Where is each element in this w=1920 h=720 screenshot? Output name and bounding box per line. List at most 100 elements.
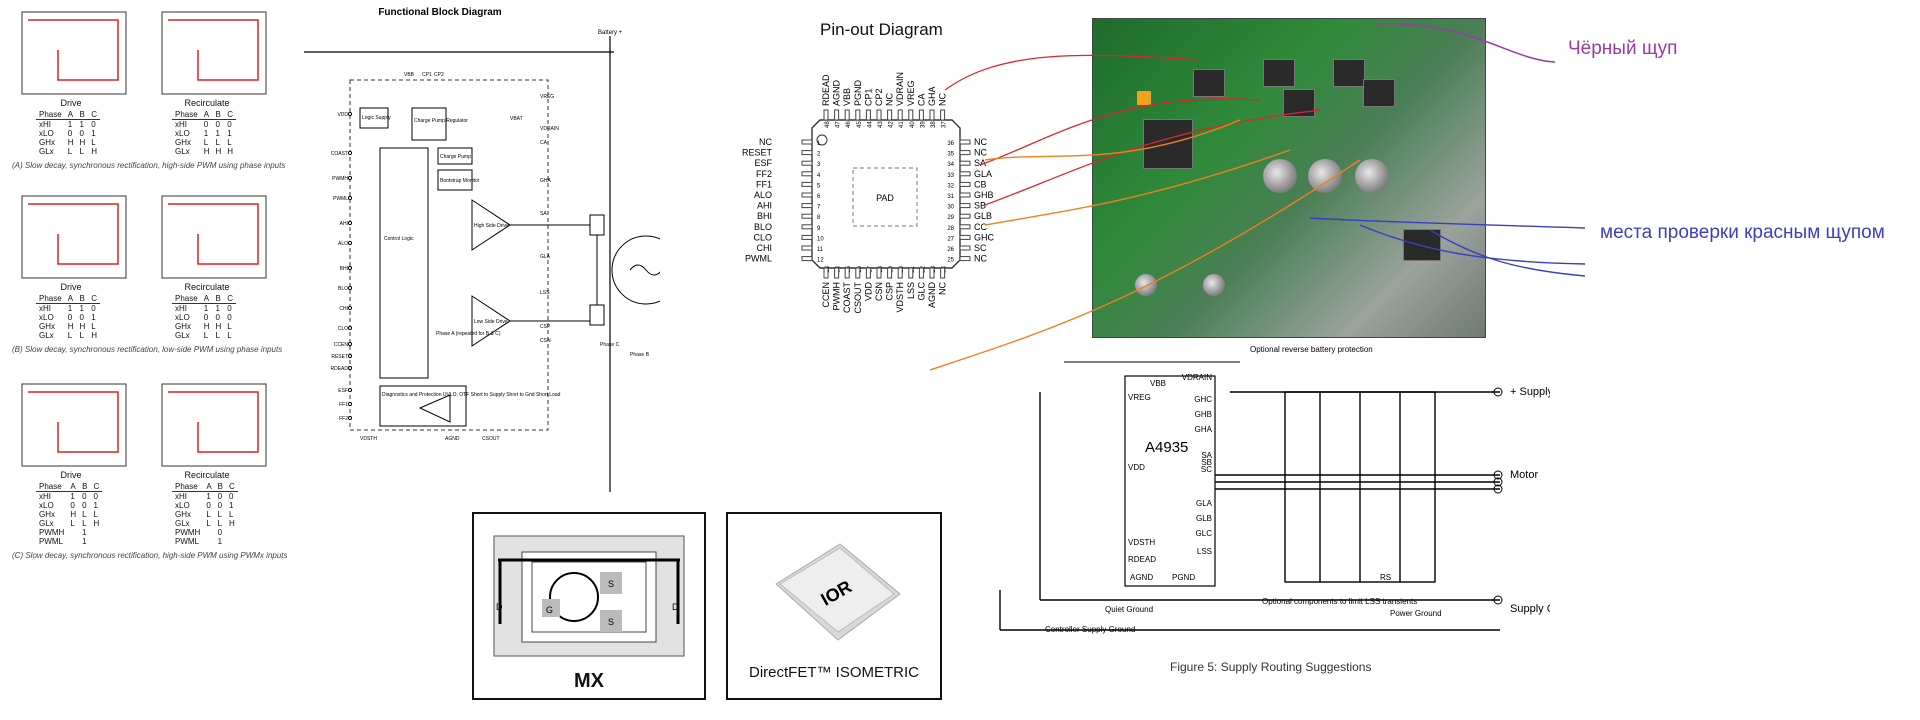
supply-pin-label: PGND (1172, 573, 1195, 582)
supply-plus-label: + Supply (1510, 386, 1550, 398)
pin-label: 3 (817, 162, 821, 168)
pcb-capacitor-1 (1263, 159, 1297, 193)
phase-c-label: Phase C (600, 342, 620, 348)
supply-pin-label: SA (1201, 451, 1212, 460)
pin-label: RDEAD (821, 74, 831, 106)
pin-label: GLA (974, 169, 992, 179)
pin-label: RESET (742, 148, 773, 158)
current-path-recirc (168, 19, 259, 81)
block-pin-terminal (347, 240, 353, 246)
pin-label: CHI (757, 243, 773, 253)
pin-label: 28 (947, 226, 954, 232)
block-pin-pwml: PWML (333, 196, 348, 202)
pin-pad (959, 171, 971, 177)
pin-label: 31 (947, 194, 954, 200)
block-pin-terminal (347, 365, 353, 371)
pin-label: 25 (947, 258, 954, 264)
pcb-orange-component (1137, 91, 1151, 105)
pin-label: 11 (817, 247, 824, 253)
pin-label: 39 (920, 121, 926, 128)
pin-label: 43 (878, 121, 884, 128)
supply-pin-label: VDD (1128, 463, 1145, 472)
recirculate-title: Recirculate (184, 282, 230, 292)
block-pin-agnd: AGND (445, 436, 460, 442)
block-pin-cp2: CP2 (434, 72, 444, 78)
pin-pad (855, 267, 861, 279)
pin-label: 36 (947, 141, 954, 147)
pin-pad (801, 181, 813, 187)
pin-pad (801, 256, 813, 262)
current-path-recirc (168, 391, 259, 453)
mx-pin-g: G (546, 605, 553, 615)
mx-pin-d-left: D (496, 602, 503, 612)
mx-pin-s-top: S (608, 579, 614, 589)
pin-label: PWMH (832, 282, 842, 311)
pin-label: CA (916, 93, 926, 106)
bridge-schematic-drive (21, 11, 127, 95)
block-pin-terminal (347, 387, 353, 393)
pin-label: NC (759, 137, 772, 147)
pin-label: 35 (947, 152, 954, 158)
pin-pad (801, 224, 813, 230)
pin-label: 2 (817, 152, 821, 158)
pin-pad (801, 171, 813, 177)
supply-quiet-ground: Quiet Ground (1105, 605, 1153, 614)
block-pin-rdead: RDEAD (330, 366, 348, 372)
supply-pin-label: VDRAIN (1182, 373, 1212, 382)
pin-pad (918, 109, 924, 121)
pin-label: NC (938, 282, 948, 295)
pin-pad (823, 267, 829, 279)
pinout-pad-label: PAD (876, 193, 894, 203)
block-pin-alo: ALO (338, 241, 348, 247)
block-pin-clo: CLO (338, 326, 348, 332)
supply-pin-label: GLB (1196, 514, 1212, 523)
pin-label: 41 (899, 121, 905, 128)
pin-label: 27 (947, 236, 954, 242)
block-pin-esf: ESF (338, 388, 348, 394)
pin-label: GLB (974, 211, 992, 221)
supply-pin-label: GLC (1196, 529, 1213, 538)
pin-pad (876, 109, 882, 121)
pin-pad (855, 109, 861, 121)
bridge-schematic-drive (21, 195, 127, 279)
drive-title: Drive (60, 98, 82, 108)
block-pin-vdd: VDD (337, 112, 348, 118)
block-pin-cp1: CP1 (422, 72, 432, 78)
pin-pad (959, 213, 971, 219)
pin-pad (959, 245, 971, 251)
pin-label: CSOUT (853, 281, 863, 313)
supply-pin-label: GHB (1195, 410, 1212, 419)
pcb-mosfet-5 (1363, 79, 1395, 107)
block-pin-reset: RESET (331, 354, 348, 360)
block-pin-sa: SA (540, 211, 547, 217)
pin-label: CC (974, 222, 987, 232)
block-diagram-title: Functional Block Diagram (378, 7, 501, 18)
pin-label: 10 (817, 236, 824, 242)
pin-pad (959, 224, 971, 230)
pin-pad (865, 109, 871, 121)
pin-pad (959, 139, 971, 145)
pin-pad (801, 213, 813, 219)
pin-label: CCEN (821, 282, 831, 308)
control-logic-label: Control Logic (384, 236, 414, 242)
mx-package-panel: D D G S S MX (472, 512, 706, 700)
block-pin-terminal (347, 150, 353, 156)
bridge-schematic-recirc (161, 383, 267, 467)
pinout-title: Pin-out Diagram (820, 20, 943, 39)
black-probe-label: Чёрный щуп (1568, 38, 1678, 59)
pcb-capacitor-2 (1308, 159, 1342, 193)
block-pin-blo: BLO (338, 286, 348, 292)
block-pin-terminal (347, 285, 353, 291)
charge-pump-regulator-label: Charge Pump Regulator (414, 118, 468, 124)
panel-caption: (C) Slow decay, synchronous rectificatio… (12, 551, 288, 560)
pin-pad (959, 181, 971, 187)
pin-label: CSN (874, 282, 884, 301)
block-pin-terminal (347, 325, 353, 331)
block-pin-ff1: FF1 (339, 402, 348, 408)
pin-label: 26 (947, 247, 954, 253)
pin-label: ALO (754, 190, 772, 200)
pin-label: 34 (947, 162, 954, 168)
